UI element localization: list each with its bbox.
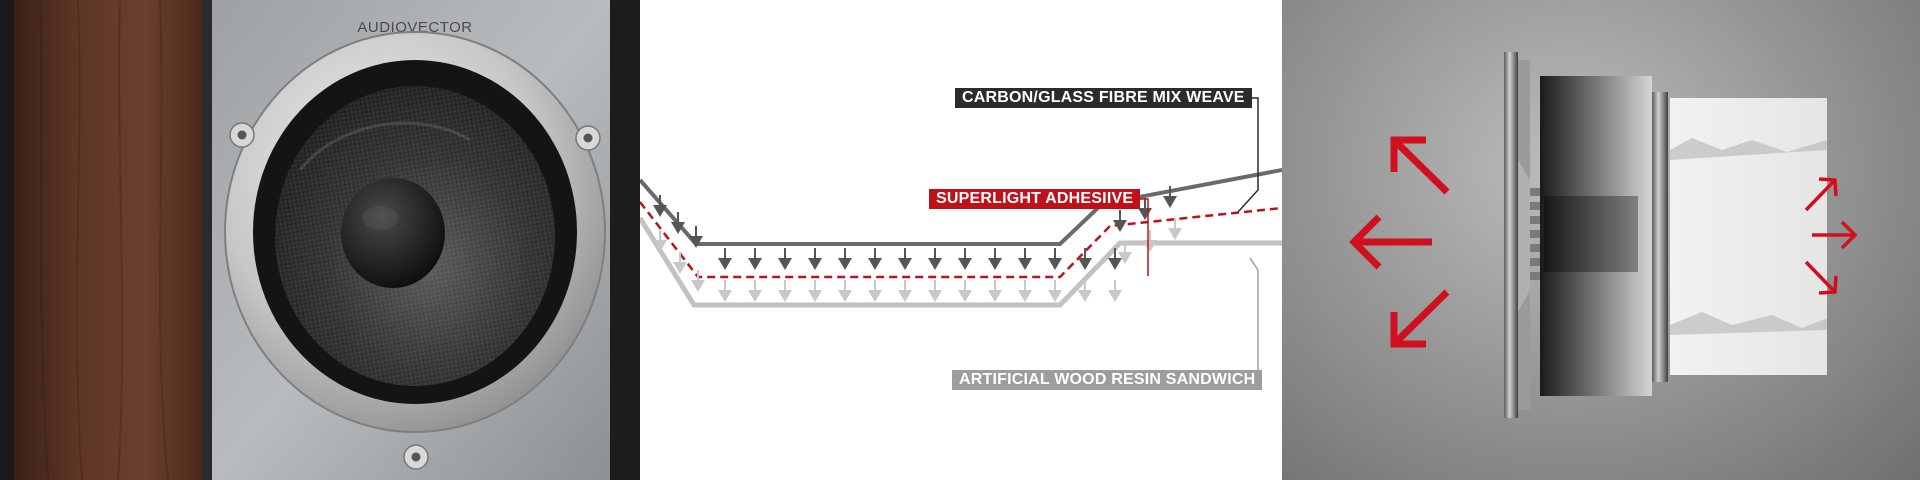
- leader-top: [1237, 97, 1259, 213]
- motor-cross-section: [1504, 52, 1827, 418]
- dark-arrow: [838, 258, 852, 270]
- light-arrow: [718, 290, 732, 302]
- arrow-down-right-icon: [1804, 260, 1838, 295]
- dark-arrow: [1018, 258, 1032, 270]
- light-arrow: [868, 290, 882, 302]
- dark-arrow: [1108, 258, 1122, 270]
- dark-arrow-row: [653, 186, 1177, 270]
- light-arrow: [1078, 290, 1092, 302]
- speaker-photo-panel: AUDIOVECTOR: [0, 0, 640, 480]
- light-arrow: [838, 290, 852, 302]
- walnut-side-panel: [14, 0, 202, 480]
- dark-arrow: [808, 258, 822, 270]
- speaker-photo: AUDIOVECTOR: [0, 0, 640, 480]
- cabinet-edge: [0, 0, 14, 480]
- leader-bottom: [1249, 257, 1259, 382]
- label-carbon-glass-weave: CARBON/GLASS FIBRE MIX WEAVE: [955, 88, 1252, 108]
- arrow-left-icon: [1349, 214, 1432, 270]
- light-arrow: [748, 290, 762, 302]
- dark-arrow: [1078, 258, 1092, 270]
- light-arrow: [898, 290, 912, 302]
- dark-arrow: [1048, 258, 1062, 270]
- dark-arrow: [671, 222, 685, 234]
- arrow-up-left-icon: [1390, 136, 1450, 195]
- dust-cap: [341, 178, 445, 288]
- light-arrow: [1143, 240, 1157, 252]
- dark-arrow: [1163, 196, 1177, 208]
- resin-sandwich-layer: [640, 216, 1282, 308]
- motor-airflow-panel: [1282, 0, 1920, 480]
- mounting-screw-top-right: [575, 125, 601, 151]
- pole-piece-fins: [1530, 188, 1540, 280]
- light-arrow: [928, 290, 942, 302]
- brand-logo: AUDIOVECTOR: [357, 19, 472, 36]
- dark-arrow: [653, 205, 667, 217]
- light-arrow: [673, 262, 687, 274]
- layer-cross-section: [640, 97, 1282, 382]
- dark-arrow: [898, 258, 912, 270]
- light-arrow: [958, 290, 972, 302]
- dark-arrow: [748, 258, 762, 270]
- label-wood-resin-sandwich: ARTIFICIAL WOOD RESIN SANDWICH: [952, 370, 1263, 390]
- dark-arrow: [988, 258, 1002, 270]
- light-arrow-row: [653, 218, 1182, 302]
- dark-arrow: [1138, 208, 1152, 220]
- light-arrow: [988, 290, 1002, 302]
- front-plate: [1504, 52, 1518, 418]
- dark-arrow: [868, 258, 882, 270]
- mounting-screw-bottom: [403, 444, 429, 470]
- light-arrow: [653, 240, 667, 252]
- cone-layer-diagram: CARBON/GLASS FIBRE MIX WEAVE SUPERLIGHT …: [640, 0, 1282, 480]
- light-arrow: [691, 280, 705, 292]
- dark-arrow: [1113, 220, 1127, 232]
- light-arrow: [1048, 290, 1062, 302]
- light-arrow: [1108, 290, 1122, 302]
- wood-grain: [39, 0, 169, 480]
- dark-arrow: [778, 258, 792, 270]
- dark-arrow: [718, 258, 732, 270]
- label-superlight-adhesive: SUPERLIGHT ADHESIIVE: [929, 189, 1141, 209]
- arrow-down-left-icon: [1390, 289, 1450, 348]
- mounting-screw-top-left: [229, 122, 255, 148]
- rear-chamber: [1670, 98, 1827, 375]
- dark-arrow: [928, 258, 942, 270]
- arrow-right-icon: [1812, 220, 1858, 250]
- dark-arrow: [958, 258, 972, 270]
- arrow-up-right-icon: [1804, 177, 1838, 212]
- dark-arrow: [689, 236, 703, 248]
- light-arrow: [778, 290, 792, 302]
- airflow-arrows: [1349, 136, 1858, 348]
- light-arrow: [1118, 252, 1132, 264]
- light-arrow: [1168, 228, 1182, 240]
- light-arrow: [1018, 290, 1032, 302]
- adhesive-layer: [640, 201, 1282, 279]
- light-arrow: [808, 290, 822, 302]
